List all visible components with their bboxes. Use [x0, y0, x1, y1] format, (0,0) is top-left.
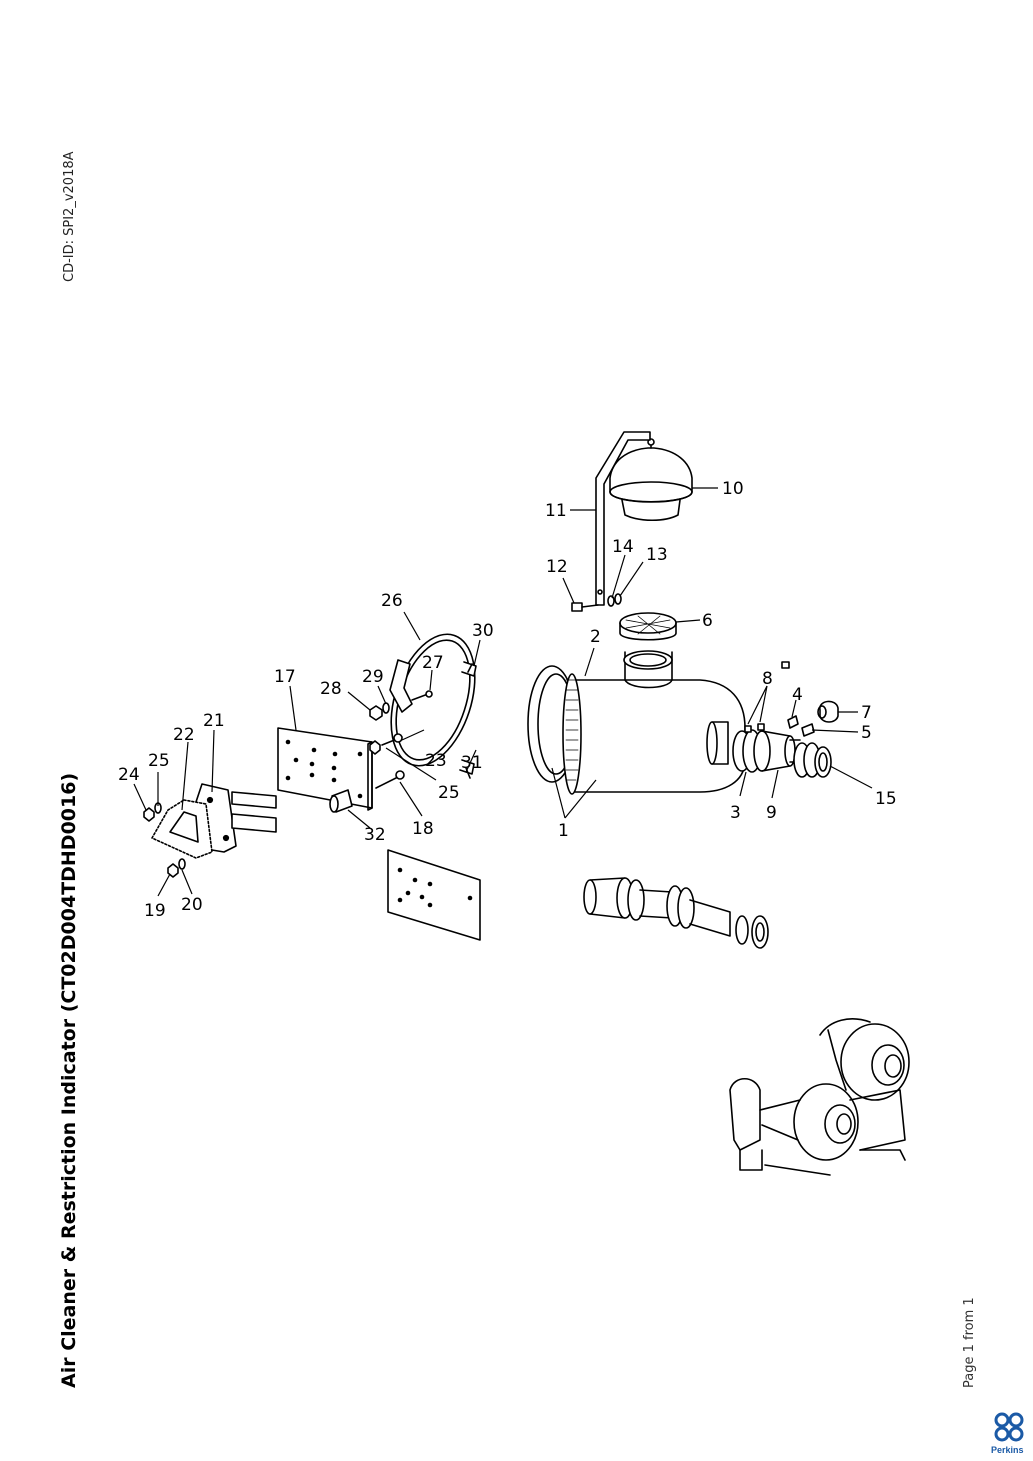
callout-1: 1: [558, 821, 569, 841]
callout-8: 8: [762, 669, 773, 689]
callout-27: 27: [422, 653, 444, 673]
perkins-logo: Perkins: [991, 1412, 1024, 1455]
pre-cleaner-cap: [609, 438, 693, 522]
bracket-nuts: [143, 802, 186, 878]
callout-19: 19: [144, 901, 166, 921]
mounting-bracket: [595, 431, 651, 606]
callout-4: 4: [792, 685, 803, 705]
gasket: [151, 799, 213, 859]
callout-13: 13: [646, 545, 668, 565]
callout-14: 14: [612, 537, 634, 557]
callout-25-bracket: 25: [148, 751, 170, 771]
callout-28: 28: [320, 679, 342, 699]
engine-location-sketch: [729, 1018, 910, 1176]
spacer: [329, 789, 353, 813]
leader-lines: [133, 487, 873, 897]
callout-23: 23: [425, 751, 447, 771]
callout-7: 7: [861, 703, 872, 723]
brand-name: Perkins: [991, 1445, 1024, 1455]
bracket-fasteners: [571, 593, 622, 612]
callout-24: 24: [118, 765, 140, 785]
callout-9: 9: [766, 803, 777, 823]
callout-22: 22: [173, 725, 195, 745]
callout-20: 20: [181, 895, 203, 915]
callout-5: 5: [861, 723, 872, 743]
callout-11: 11: [545, 501, 567, 521]
outlet-hose-assembly: [732, 661, 832, 778]
callout-17: 17: [274, 667, 296, 687]
callout-21: 21: [203, 711, 225, 731]
callout-30: 30: [472, 621, 494, 641]
callout-15: 15: [875, 789, 897, 809]
callout-2: 2: [590, 627, 601, 647]
restriction-indicator: [787, 700, 839, 737]
plate-bolts: [369, 733, 405, 789]
lower-plate: [387, 849, 481, 941]
band-fasteners: [369, 690, 433, 721]
callout-25-plate: 25: [438, 783, 460, 803]
alternate-hose-assembly: [583, 877, 769, 949]
mounting-plate: [277, 727, 373, 811]
inlet-screen: [619, 612, 677, 641]
callout-6: 6: [702, 611, 713, 631]
callout-12: 12: [546, 557, 568, 577]
rubber-blocks: [231, 791, 277, 833]
air-cleaner-body: [527, 650, 746, 795]
callout-31: 31: [461, 753, 483, 773]
callout-18: 18: [412, 819, 434, 839]
callout-26: 26: [381, 591, 403, 611]
callout-32: 32: [364, 825, 386, 845]
callout-29: 29: [362, 667, 384, 687]
callout-3: 3: [730, 803, 741, 823]
callout-10: 10: [722, 479, 744, 499]
